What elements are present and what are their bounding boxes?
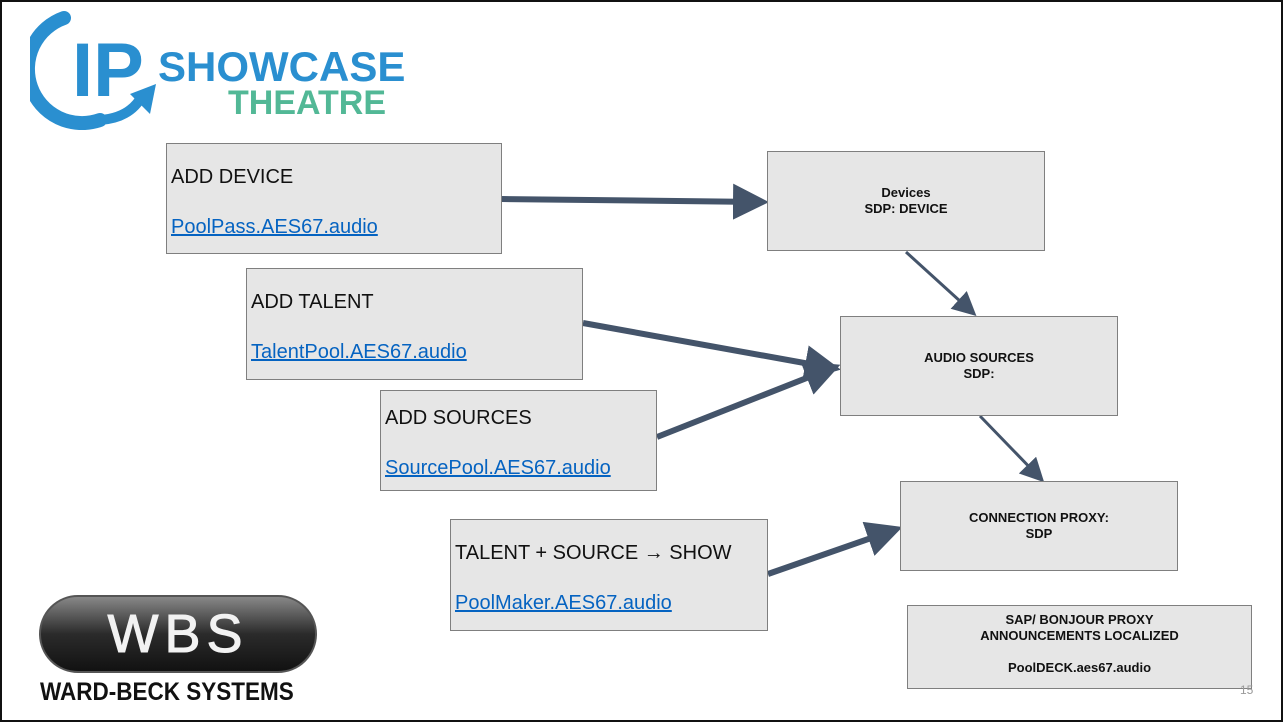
add-sources-box: ADD SOURCES SourcePool.AES67.audio bbox=[380, 390, 657, 491]
wbs-logo-icon: WBS bbox=[39, 595, 317, 673]
audio-sources-title: AUDIO SOURCES bbox=[924, 350, 1034, 365]
talentpool-link[interactable]: TalentPool.AES67.audio bbox=[251, 341, 467, 363]
sap-proxy-title: SAP/ BONJOUR PROXY bbox=[1005, 612, 1154, 627]
connection-proxy-box: CONNECTION PROXY: SDP bbox=[900, 481, 1178, 571]
ward-beck-caption: WARD-BECK SYSTEMS bbox=[40, 678, 294, 706]
add-sources-title: ADD SOURCES bbox=[385, 407, 532, 429]
connection-proxy-title: CONNECTION PROXY: bbox=[969, 510, 1109, 525]
show-box: TALENT + SOURCE → SHOW PoolMaker.AES67.a… bbox=[450, 519, 768, 631]
audio-sources-box: AUDIO SOURCES SDP: bbox=[840, 316, 1118, 416]
ip-logo-text: IP bbox=[72, 28, 144, 113]
add-device-title: ADD DEVICE bbox=[171, 166, 294, 188]
arrow-device-to-devices bbox=[501, 183, 769, 220]
page-number: 15 bbox=[1240, 683, 1254, 697]
arrow-devices-to-audio-sources bbox=[904, 250, 977, 317]
add-device-box: ADD DEVICE PoolPass.AES67.audio bbox=[166, 143, 502, 254]
wbs-mark: WBS bbox=[107, 604, 248, 664]
devices-sdp: SDP: DEVICE bbox=[864, 201, 948, 216]
arrow-audio-sources-to-connection-proxy bbox=[978, 414, 1045, 483]
connection-proxy-sdp: SDP bbox=[1025, 526, 1053, 541]
logo-showcase-text: SHOWCASE bbox=[158, 43, 406, 90]
arrow-talent-to-audio-sources bbox=[582, 320, 841, 381]
add-talent-title: ADD TALENT bbox=[251, 291, 374, 313]
poolmaker-link[interactable]: PoolMaker.AES67.audio bbox=[455, 592, 672, 614]
sap-proxy-box: SAP/ BONJOUR PROXY ANNOUNCEMENTS LOCALIZ… bbox=[907, 605, 1252, 689]
arrow-sources-to-audio-sources bbox=[655, 361, 841, 440]
pooldeck-address: PoolDECK.aes67.audio bbox=[1007, 660, 1152, 675]
sourcepool-link[interactable]: SourcePool.AES67.audio bbox=[385, 457, 611, 479]
ip-logo-icon: IP bbox=[30, 11, 156, 130]
devices-box: Devices SDP: DEVICE bbox=[767, 151, 1045, 251]
audio-sources-sdp: SDP: bbox=[963, 366, 995, 381]
show-title: TALENT + SOURCE → SHOW bbox=[455, 542, 732, 564]
add-talent-box: ADD TALENT TalentPool.AES67.audio bbox=[246, 268, 583, 380]
devices-title: Devices bbox=[881, 185, 931, 200]
sap-proxy-subtitle: ANNOUNCEMENTS LOCALIZED bbox=[980, 628, 1179, 643]
logo-theatre-text: THEATRE bbox=[228, 84, 387, 122]
arrow-show-to-connection-proxy bbox=[767, 521, 903, 577]
poolpass-link[interactable]: PoolPass.AES67.audio bbox=[171, 216, 378, 238]
